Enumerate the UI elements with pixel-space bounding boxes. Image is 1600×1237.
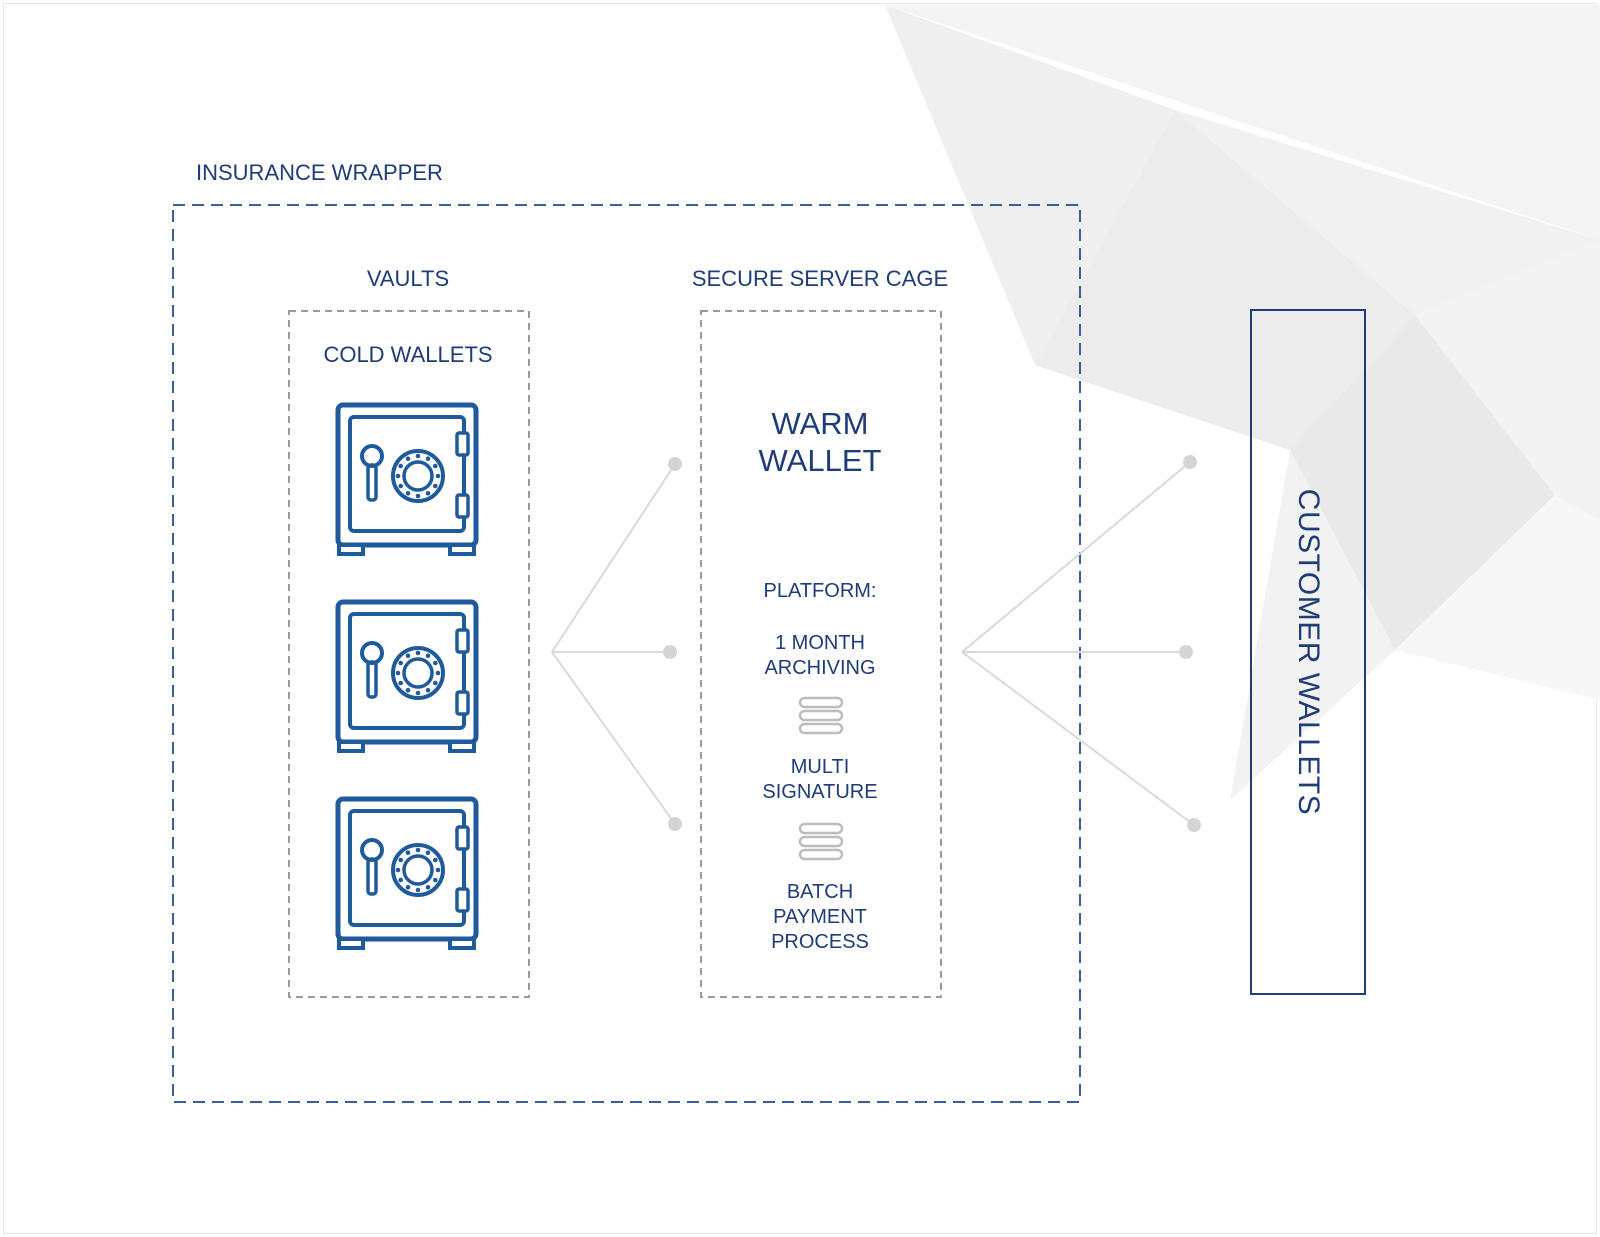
customer-wallets-box — [1250, 309, 1366, 995]
vaults-box — [288, 310, 530, 998]
cage-customer-connector — [961, 461, 1195, 826]
cage-customer-connector-dots — [1179, 455, 1201, 832]
platform-label: PLATFORM: — [763, 580, 877, 602]
vault-cage-connector — [551, 463, 676, 825]
cold-wallets-label: COLD WALLETS — [323, 342, 493, 367]
secure-server-cage-label: SECURE SERVER CAGE — [691, 266, 949, 291]
warm-wallet-label: WARM WALLET — [758, 406, 882, 478]
vault-cage-connector-dots — [663, 457, 682, 831]
database-stack-icon — [798, 822, 844, 861]
vaults-label: VAULTS — [366, 266, 450, 291]
secure-server-cage-box — [700, 310, 942, 998]
batch-payment-label: BATCH PAYMENT PROCESS — [771, 881, 869, 953]
customer-wallets-label: CUSTOMER WALLETS — [1292, 488, 1325, 816]
safe-icon — [338, 405, 476, 554]
database-stack-icon — [798, 696, 844, 735]
insurance-wrapper-label: INSURANCE WRAPPER — [196, 160, 443, 185]
background-polygons — [885, 5, 1600, 800]
safe-icon — [338, 602, 476, 751]
archiving-label: 1 MONTH ARCHIVING — [764, 632, 876, 679]
multi-signature-label: MULTI SIGNATURE — [762, 756, 878, 803]
insurance-wrapper-box — [172, 204, 1081, 1103]
safe-icon — [338, 799, 476, 948]
